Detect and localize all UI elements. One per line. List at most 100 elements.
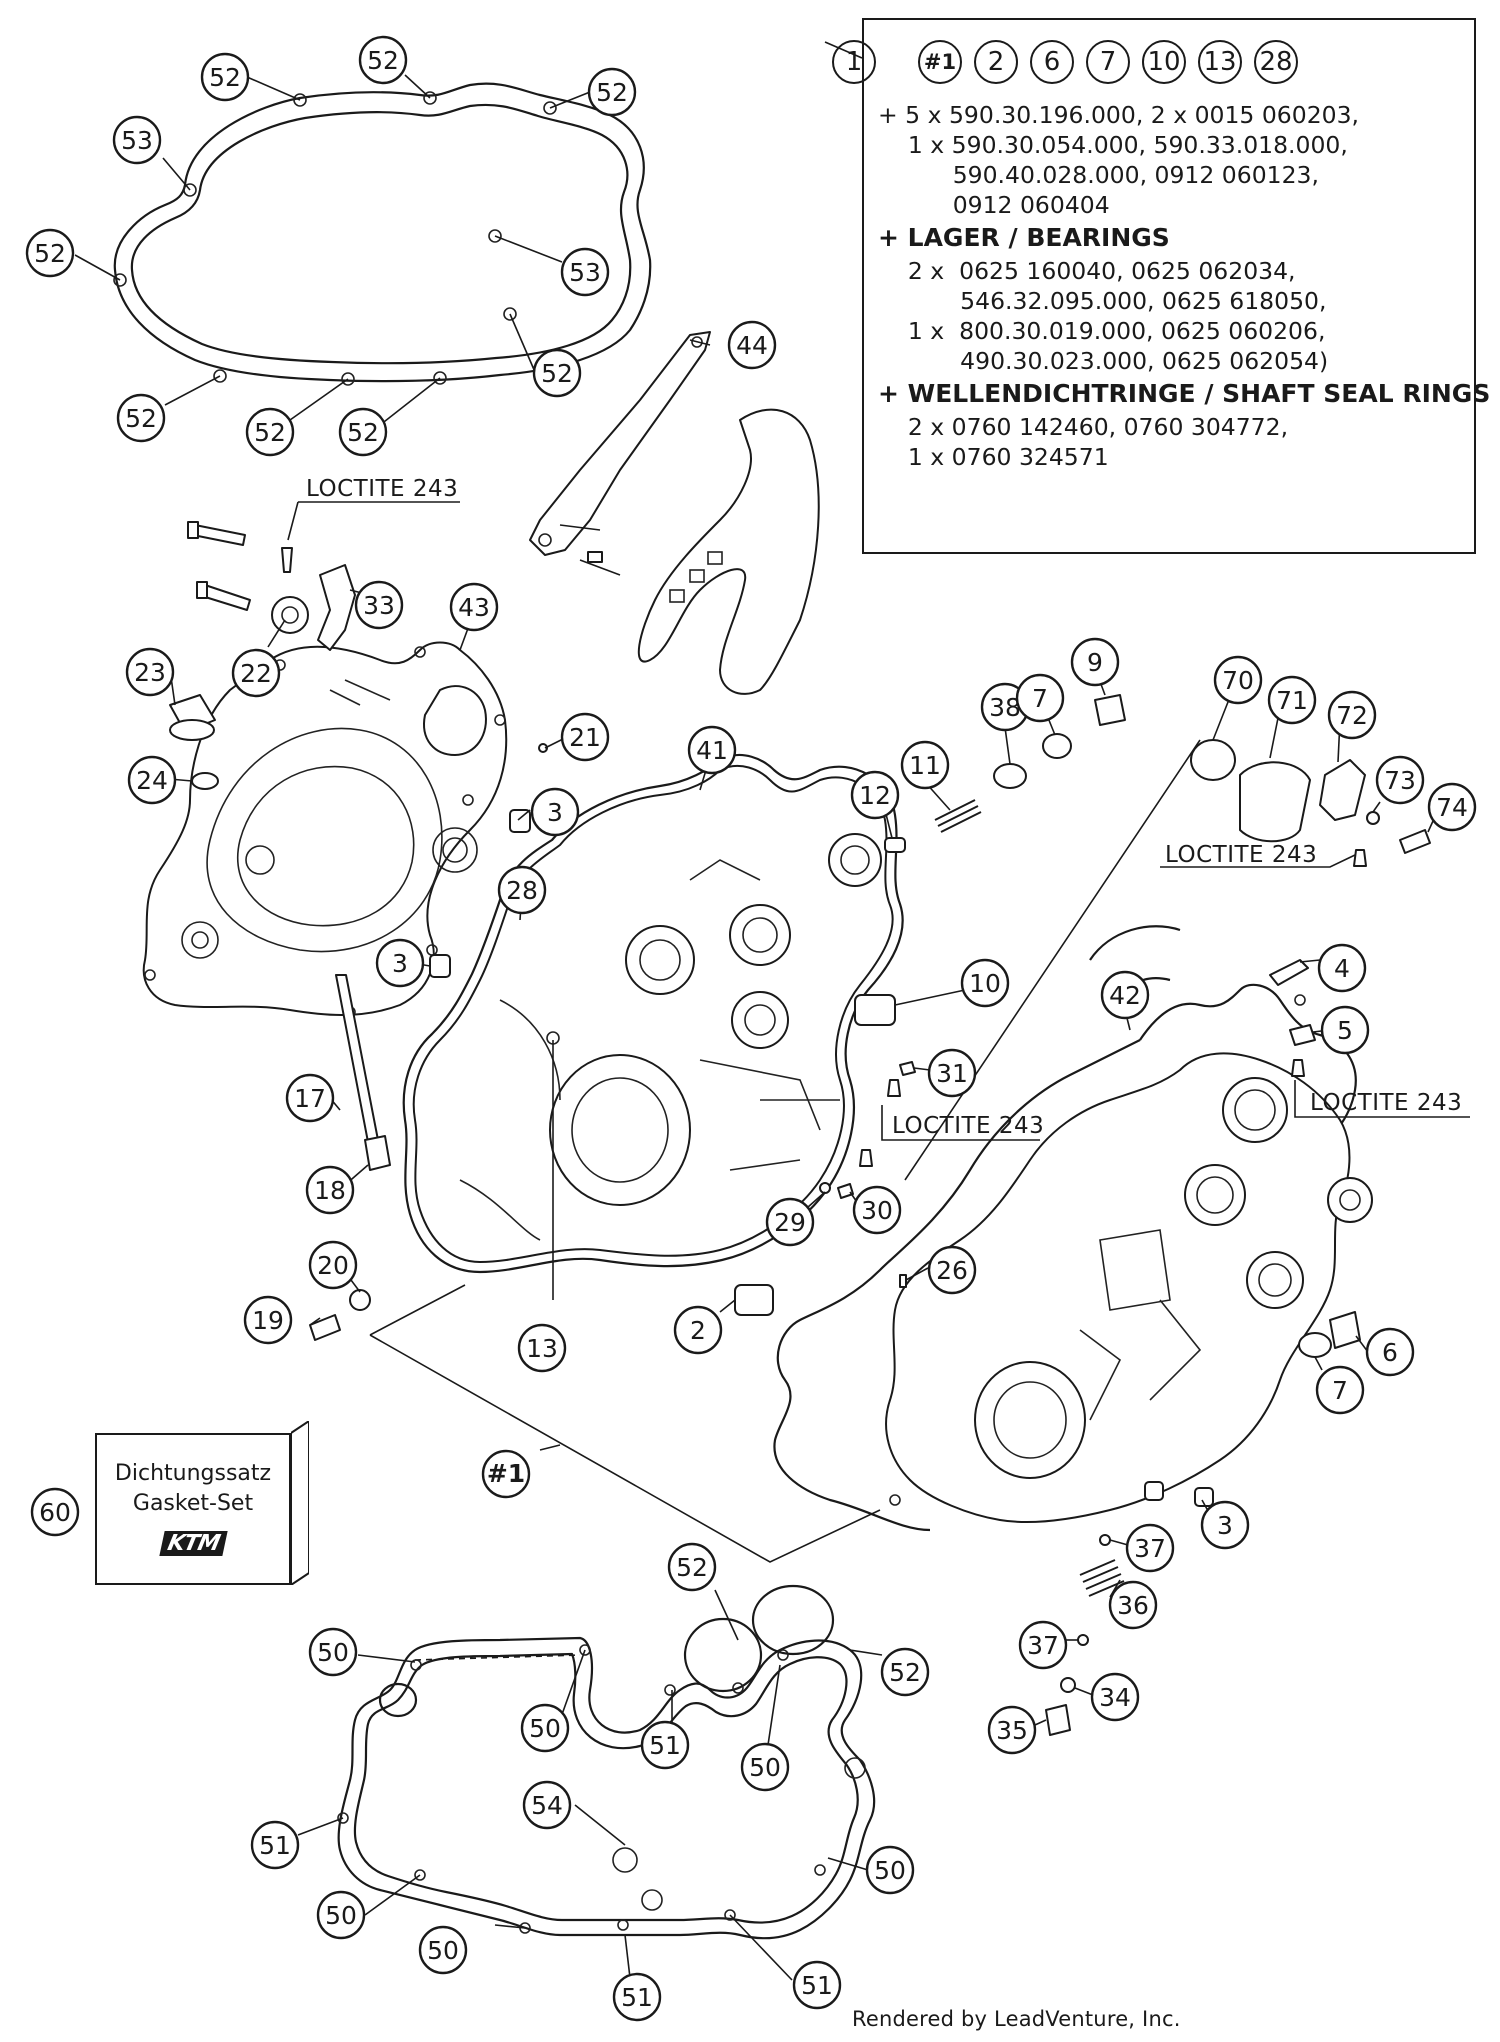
callout-35: 35 xyxy=(987,1705,1037,1755)
kit-line: 590.40.028.000, 0912 060123, xyxy=(878,161,1319,189)
callout-30: 30 xyxy=(852,1185,902,1235)
callout-29: 29 xyxy=(765,1197,815,1247)
crankcase-left-41 xyxy=(402,753,904,1274)
loctite-drop-30 xyxy=(859,1149,873,1167)
svg-text:50: 50 xyxy=(874,1856,906,1885)
svg-text:24: 24 xyxy=(136,766,168,795)
callout-5: 5 xyxy=(1320,1005,1370,1055)
callout-2: 2 xyxy=(673,1305,723,1355)
kit-callout: 2 xyxy=(974,40,1018,84)
svg-text:29: 29 xyxy=(774,1208,806,1237)
spring-11 xyxy=(934,799,982,833)
svg-text:70: 70 xyxy=(1222,666,1254,695)
callout-52: 52 xyxy=(667,1542,717,1592)
kit-callout: 10 xyxy=(1142,40,1186,84)
svg-text:52: 52 xyxy=(676,1553,708,1582)
seal-7b xyxy=(1298,1332,1332,1358)
svg-text:3: 3 xyxy=(1217,1511,1233,1540)
svg-text:71: 71 xyxy=(1276,686,1308,715)
gasket-set-box-side xyxy=(291,1421,309,1585)
callout-50: 50 xyxy=(418,1925,468,1975)
svg-text:50: 50 xyxy=(325,1901,357,1930)
svg-text:19: 19 xyxy=(252,1306,284,1335)
ktm-logo: KTM xyxy=(158,1531,228,1556)
callout-20: 20 xyxy=(308,1240,358,1290)
svg-text:44: 44 xyxy=(736,331,768,360)
bearings-heading: + LAGER / BEARINGS xyxy=(878,223,1170,252)
svg-text:50: 50 xyxy=(317,1638,349,1667)
kit-line: + 5 x 590.30.196.000, 2 x 0015 060203, xyxy=(878,101,1360,129)
svg-text:34: 34 xyxy=(1099,1683,1131,1712)
render-credit: Rendered by LeadVenture, Inc. xyxy=(852,2007,1181,2031)
svg-text:50: 50 xyxy=(749,1753,781,1782)
callout-10: 10 xyxy=(960,958,1010,1008)
spring-36 xyxy=(1079,1559,1125,1597)
callout-9: 9 xyxy=(1070,637,1120,687)
crankcase-right-42 xyxy=(773,925,1373,1532)
callout-51: 51 xyxy=(250,1820,300,1870)
o-ring-70 xyxy=(1190,739,1236,781)
callout-23: 23 xyxy=(125,647,175,697)
loctite-label-1: LOCTITE 243 xyxy=(306,476,458,502)
sleeve-3b xyxy=(429,954,451,978)
callout-18: 18 xyxy=(305,1165,355,1215)
svg-text:21: 21 xyxy=(569,723,601,752)
svg-text:11: 11 xyxy=(909,751,941,780)
sleeve-12 xyxy=(884,837,906,853)
bushing-2 xyxy=(734,1284,774,1316)
bearings-line: 1 x 800.30.019.000, 0625 060206, xyxy=(878,317,1326,345)
sleeve-3d xyxy=(1194,1487,1214,1507)
svg-text:28: 28 xyxy=(506,876,538,905)
crankcase-set-bracket xyxy=(369,739,1201,1563)
svg-text:3: 3 xyxy=(392,949,408,978)
callout-44: 44 xyxy=(727,320,777,370)
callout-52: 52 xyxy=(880,1647,930,1697)
bolt-19 xyxy=(309,1314,341,1341)
callout-17: 17 xyxy=(285,1073,335,1123)
callout-4: 4 xyxy=(1317,943,1367,993)
svg-text:74: 74 xyxy=(1436,793,1468,822)
bearings-line: 490.30.023.000, 0625 062054) xyxy=(878,347,1329,375)
bolt-74 xyxy=(1399,829,1431,854)
washer-34 xyxy=(1060,1677,1076,1693)
callout-52: 52 xyxy=(200,52,250,102)
kit-line: 0912 060404 xyxy=(878,191,1110,219)
lever-33 xyxy=(317,564,356,651)
kit-callout: 13 xyxy=(1198,40,1242,84)
o-ring-73 xyxy=(1366,811,1380,825)
callout-50: 50 xyxy=(316,1890,366,1940)
callout-19: 19 xyxy=(243,1295,293,1345)
clip-4 xyxy=(1269,959,1309,986)
callout-12: 12 xyxy=(850,770,900,820)
svg-text:23: 23 xyxy=(134,658,166,687)
bolt-5 xyxy=(1289,1024,1316,1046)
svg-text:13: 13 xyxy=(526,1334,558,1363)
callout-37: 37 xyxy=(1125,1523,1175,1573)
loctite-label-2: LOCTITE 243 xyxy=(1165,842,1317,868)
ball-37a xyxy=(1099,1534,1111,1546)
kit-callout: 6 xyxy=(1030,40,1074,84)
loctite-label-4: LOCTITE 243 xyxy=(892,1113,1044,1139)
callout-31: 31 xyxy=(927,1048,977,1098)
svg-text:18: 18 xyxy=(314,1176,346,1205)
loctite-labels: LOCTITE 243 LOCTITE 243 LOCTITE 243 LOCT… xyxy=(287,476,1470,1141)
svg-text:37: 37 xyxy=(1027,1631,1059,1660)
callout-52: 52 xyxy=(116,393,166,443)
kit-callout: 28 xyxy=(1254,40,1298,84)
clutch-cover-gasket xyxy=(113,82,652,386)
kit-callout: 7 xyxy=(1086,40,1130,84)
seals-line: 2 x 0760 142460, 0760 304772, xyxy=(878,413,1289,441)
ball-37b xyxy=(1077,1634,1089,1646)
gasket-set-line-2: Gasket-Set xyxy=(132,1491,254,1516)
svg-text:9: 9 xyxy=(1087,648,1103,677)
svg-text:51: 51 xyxy=(259,1831,291,1860)
callout-13: 13 xyxy=(517,1323,567,1373)
svg-text:43: 43 xyxy=(458,593,490,622)
svg-text:17: 17 xyxy=(294,1084,326,1113)
svg-text:10: 10 xyxy=(969,969,1001,998)
seal-7 xyxy=(1042,733,1072,759)
svg-text:52: 52 xyxy=(254,418,286,447)
svg-text:50: 50 xyxy=(529,1714,561,1743)
callout-26: 26 xyxy=(927,1245,977,1295)
